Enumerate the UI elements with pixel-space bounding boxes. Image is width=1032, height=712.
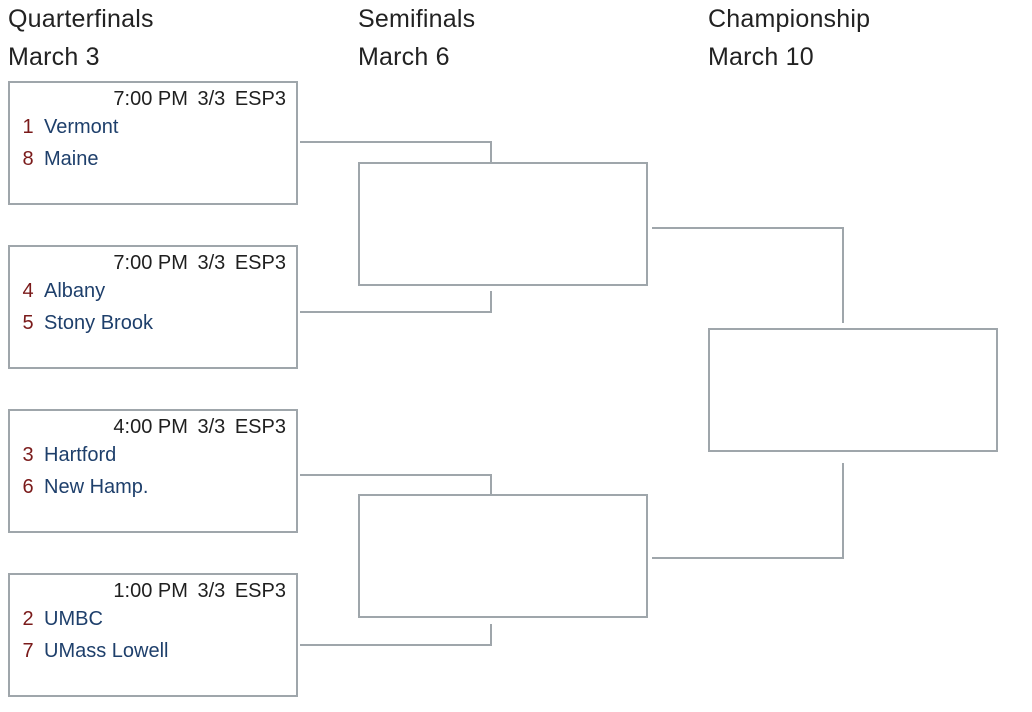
game-info: 7:00 PM 3/3 ESP3 [109, 86, 286, 112]
round-header-semifinals: Semifinals March 6 [358, 0, 475, 76]
quarterfinal-game-2[interactable]: 7:00 PM 3/3 ESP3 4 Albany 5 Stony Brook [8, 245, 298, 369]
round-title: Quarterfinals [8, 5, 154, 33]
round-date: March 10 [708, 43, 814, 71]
team-row: 7 UMass Lowell [20, 638, 168, 664]
round-date: March 6 [358, 43, 450, 71]
team-link[interactable]: Hartford [44, 444, 117, 466]
team-seed: 4 [22, 280, 34, 302]
team-seed: 7 [22, 640, 34, 662]
round-title: Championship [708, 5, 871, 33]
team-link[interactable]: UMass Lowell [44, 640, 169, 662]
team-link[interactable]: Albany [44, 280, 106, 302]
round-title: Semifinals [358, 5, 476, 33]
game-time: 1:00 PM [113, 580, 188, 602]
team-row: 8 Maine [20, 146, 98, 172]
team-seed: 5 [22, 312, 34, 334]
team-row: 4 Albany [20, 278, 105, 304]
team-link[interactable]: UMBC [44, 608, 103, 630]
quarterfinal-game-4[interactable]: 1:00 PM 3/3 ESP3 2 UMBC 7 UMass Lowell [8, 573, 298, 697]
game-info: 4:00 PM 3/3 ESP3 [109, 414, 286, 440]
team-link[interactable]: New Hamp. [44, 476, 149, 498]
team-link[interactable]: Vermont [44, 116, 119, 138]
team-seed: 3 [22, 444, 34, 466]
game-info: 1:00 PM 3/3 ESP3 [109, 578, 286, 604]
team-row: 2 UMBC [20, 606, 103, 632]
game-info: 7:00 PM 3/3 ESP3 [109, 250, 286, 276]
team-seed: 6 [22, 476, 34, 498]
round-header-championship: Championship March 10 [708, 0, 870, 76]
game-date: 3/3 [197, 416, 226, 438]
quarterfinal-game-1[interactable]: 7:00 PM 3/3 ESP3 1 Vermont 8 Maine [8, 81, 298, 205]
quarterfinal-game-3[interactable]: 4:00 PM 3/3 ESP3 3 Hartford 6 New Hamp. [8, 409, 298, 533]
game-date: 3/3 [197, 88, 226, 110]
team-seed: 1 [22, 116, 34, 138]
semifinal-game-2 [358, 494, 648, 618]
team-seed: 2 [22, 608, 34, 630]
team-seed: 8 [22, 148, 34, 170]
tv-network: ESP3 [234, 416, 286, 438]
game-date: 3/3 [197, 252, 226, 274]
team-row: 6 New Hamp. [20, 474, 148, 500]
semifinal-game-1 [358, 162, 648, 286]
team-row: 3 Hartford [20, 442, 116, 468]
tv-network: ESP3 [234, 252, 286, 274]
team-row: 5 Stony Brook [20, 310, 153, 336]
round-date: March 3 [8, 43, 100, 71]
game-date: 3/3 [197, 580, 226, 602]
game-time: 7:00 PM [113, 252, 188, 274]
tv-network: ESP3 [234, 88, 286, 110]
game-time: 7:00 PM [113, 88, 188, 110]
team-link[interactable]: Stony Brook [44, 312, 153, 334]
game-time: 4:00 PM [113, 416, 188, 438]
team-row: 1 Vermont [20, 114, 118, 140]
championship-game [708, 328, 998, 452]
tv-network: ESP3 [234, 580, 286, 602]
round-header-quarterfinals: Quarterfinals March 3 [8, 0, 154, 76]
team-link[interactable]: Maine [44, 148, 99, 170]
